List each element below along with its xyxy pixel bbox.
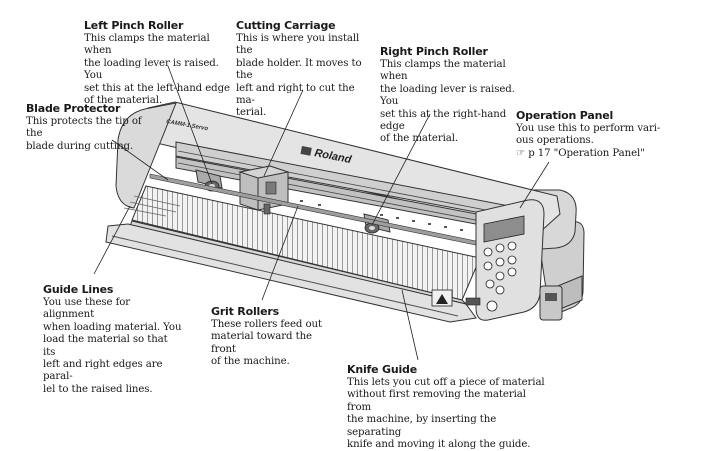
label-right-pinch-roller: Right Pinch Roller This clamps the mater… <box>380 45 530 146</box>
label-line: material toward the front <box>211 331 312 355</box>
label-line: set this at the right-hand edge <box>380 108 507 133</box>
label-title: Guide Lines <box>43 283 114 296</box>
label-ref-text[interactable]: p 17 "Operation Panel" <box>528 147 645 159</box>
label-line: of the material. <box>84 95 163 107</box>
cutting-carriage <box>238 165 290 215</box>
label-line: blade holder. It moves to the <box>236 57 362 82</box>
label-title: Left Pinch Roller <box>84 19 184 32</box>
label-line: This is where you install the <box>236 33 360 57</box>
label-title: Grit Rollers <box>211 305 279 318</box>
label-line: You use this to perform vari- <box>516 123 661 134</box>
label-line: blade during cutting. <box>26 140 134 152</box>
label-title: Blade Protector <box>26 102 121 115</box>
label-line: when loading material. You <box>43 321 182 333</box>
label-title: Cutting Carriage <box>236 19 336 32</box>
label-line: This lets you cut off a piece of materia… <box>347 377 545 388</box>
side-connector <box>539 285 563 321</box>
label-line: This clamps the material when <box>84 33 210 57</box>
label-line: This protects the tip of the <box>26 116 142 140</box>
warning-label <box>431 289 453 307</box>
brand-logo-mark <box>300 146 312 156</box>
base-front <box>105 223 477 323</box>
label-guide-lines: Guide Lines You use these for alignment … <box>43 283 183 396</box>
vinyl-cutter-illustration: CAMM-1 Servo Roland <box>93 65 585 361</box>
label-line: terial. <box>236 107 267 119</box>
left-end-cap <box>115 102 177 209</box>
label-line: These rollers feed out <box>211 319 322 330</box>
label-line: set this at the left-hand edge <box>84 82 230 94</box>
label-cutting-carriage: Cutting Carriage This is where you insta… <box>236 19 374 120</box>
label-left-pinch-roller: Left Pinch Roller This clamps the materi… <box>84 19 230 107</box>
label-line: without first removing the material from <box>347 389 526 413</box>
label-line: load the material so that its <box>43 334 168 358</box>
label-title: Right Pinch Roller <box>380 45 488 58</box>
label-line: the loading lever is raised. You <box>380 83 515 108</box>
label-operation-panel: Operation Panel You use this to perform … <box>516 109 666 160</box>
label-line: lel to the raised lines. <box>43 383 153 395</box>
label-line: the loading lever is raised. You <box>84 57 219 82</box>
label-line: the machine, by inserting the separating <box>347 414 497 438</box>
label-line: of the machine. <box>211 356 290 368</box>
label-line: of the material. <box>380 133 459 145</box>
leader-lines <box>93 65 550 361</box>
label-line: left and right edges are paral- <box>43 359 163 383</box>
label-line: You use these for alignment <box>43 297 131 321</box>
label-blade-protector: Blade Protector This protects the tip of… <box>26 102 156 153</box>
operation-panel <box>465 199 545 321</box>
label-grit-rollers: Grit Rollers These rollers feed out mate… <box>211 305 331 369</box>
label-line: This clamps the material when <box>380 59 506 83</box>
label-title: Operation Panel <box>516 109 614 122</box>
knife-guide-groove <box>111 235 459 317</box>
label-title: Knife Guide <box>347 363 417 376</box>
label-line: ous operations. <box>516 135 594 147</box>
label-line: left and right to cut the ma- <box>236 82 355 107</box>
guide-lines-marks <box>123 195 181 217</box>
label-ref: ☞ p 17 "Operation Panel" <box>516 148 666 160</box>
label-knife-guide: Knife Guide This lets you cut off a piec… <box>347 363 547 451</box>
pointing-hand-icon: ☞ <box>516 147 526 159</box>
